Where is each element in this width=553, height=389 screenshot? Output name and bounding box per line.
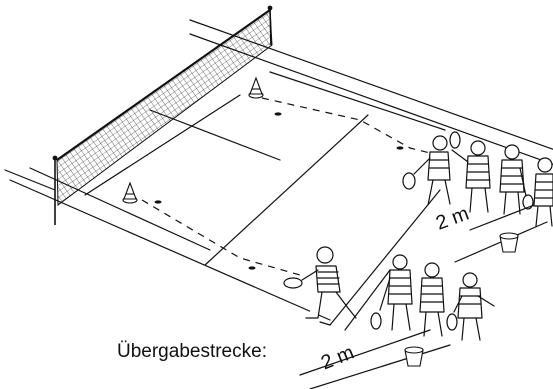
zone-line [344,269,391,331]
tennis-ball-icon [154,200,162,204]
court-line [84,94,241,196]
child-with-racket-icon [449,131,491,213]
run-path [141,199,301,276]
tennis-ball-icon [396,146,404,150]
tennis-net-icon [52,5,273,225]
run-path [261,97,439,156]
court-line [204,114,369,266]
marker-cone-icon [122,181,138,204]
child-with-racket-icon [499,144,534,215]
zone-line [299,329,431,376]
ball-bucket-icon [499,232,519,253]
ball-bucket-icon [404,346,424,367]
marker-cone-icon [248,76,264,99]
zone-line [4,169,56,191]
child-with-racket-icon [283,246,357,319]
court-line [269,71,446,131]
child-with-racket-icon [446,272,495,341]
child-with-racket-icon [419,262,445,337]
child-with-racket-icon [402,135,451,206]
tennis-ball-icon [274,112,282,116]
handover-zone-label: Übergabestrecke: [117,341,267,362]
court-line [329,189,441,326]
child-with-racket-icon [370,254,413,331]
court-line [319,321,331,326]
child-with-racket-icon [533,157,553,227]
tennis-ball-icon [248,266,256,270]
zone-line [309,344,451,389]
court-line [9,179,331,321]
